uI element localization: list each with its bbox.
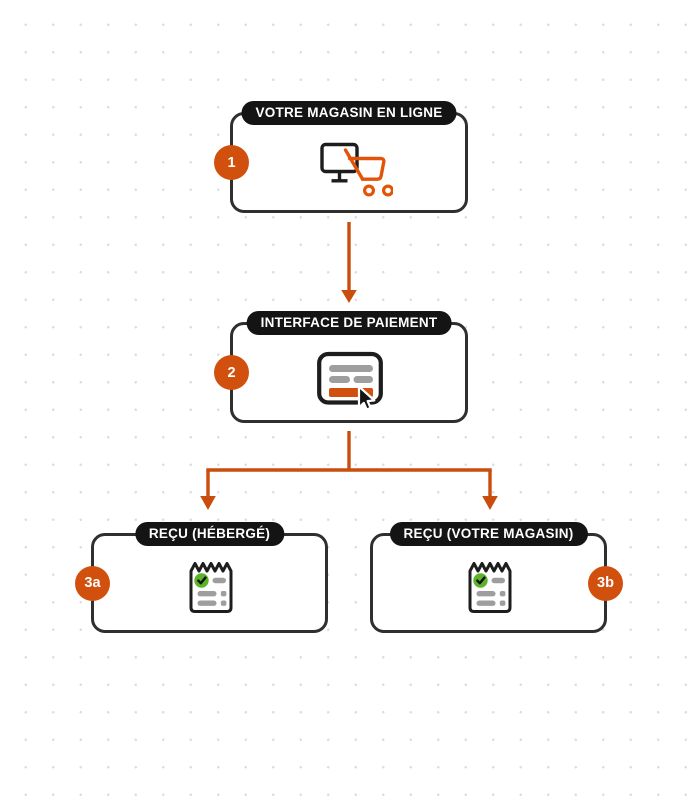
receipt-check-icon xyxy=(468,562,512,613)
node-receipt-your-store: REÇU (VOTRE MAGASIN) 3b xyxy=(370,522,623,633)
payment-form-cursor-icon xyxy=(317,351,383,411)
checkmark-icon xyxy=(197,576,207,585)
mouse-cursor-icon xyxy=(357,385,376,411)
node-online-store-label: VOTRE MAGASIN EN LIGNE xyxy=(241,101,457,125)
step-badge-3b: 3b xyxy=(588,565,623,601)
step-badge-2: 2 xyxy=(214,355,249,390)
node-receipt-hosted-label: REÇU (HÉBERGÉ) xyxy=(134,522,285,546)
node-payment-interface-label: INTERFACE DE PAIEMENT xyxy=(246,311,452,335)
monitor-shopping-cart-icon xyxy=(320,142,393,197)
checkmark-icon xyxy=(476,576,486,585)
step-badge-3a: 3a xyxy=(75,565,110,601)
node-online-store: VOTRE MAGASIN EN LIGNE 1 xyxy=(214,101,468,213)
step-badge-1: 1 xyxy=(214,145,249,180)
arrow-2-to-3a-3b xyxy=(200,431,498,510)
arrow-1-to-2 xyxy=(341,222,357,303)
node-receipt-hosted: REÇU (HÉBERGÉ) 3a xyxy=(75,522,328,633)
node-receipt-your-store-label: REÇU (VOTRE MAGASIN) xyxy=(389,522,588,546)
receipt-check-icon xyxy=(189,562,233,613)
node-payment-interface: INTERFACE DE PAIEMENT 2 xyxy=(214,311,468,423)
